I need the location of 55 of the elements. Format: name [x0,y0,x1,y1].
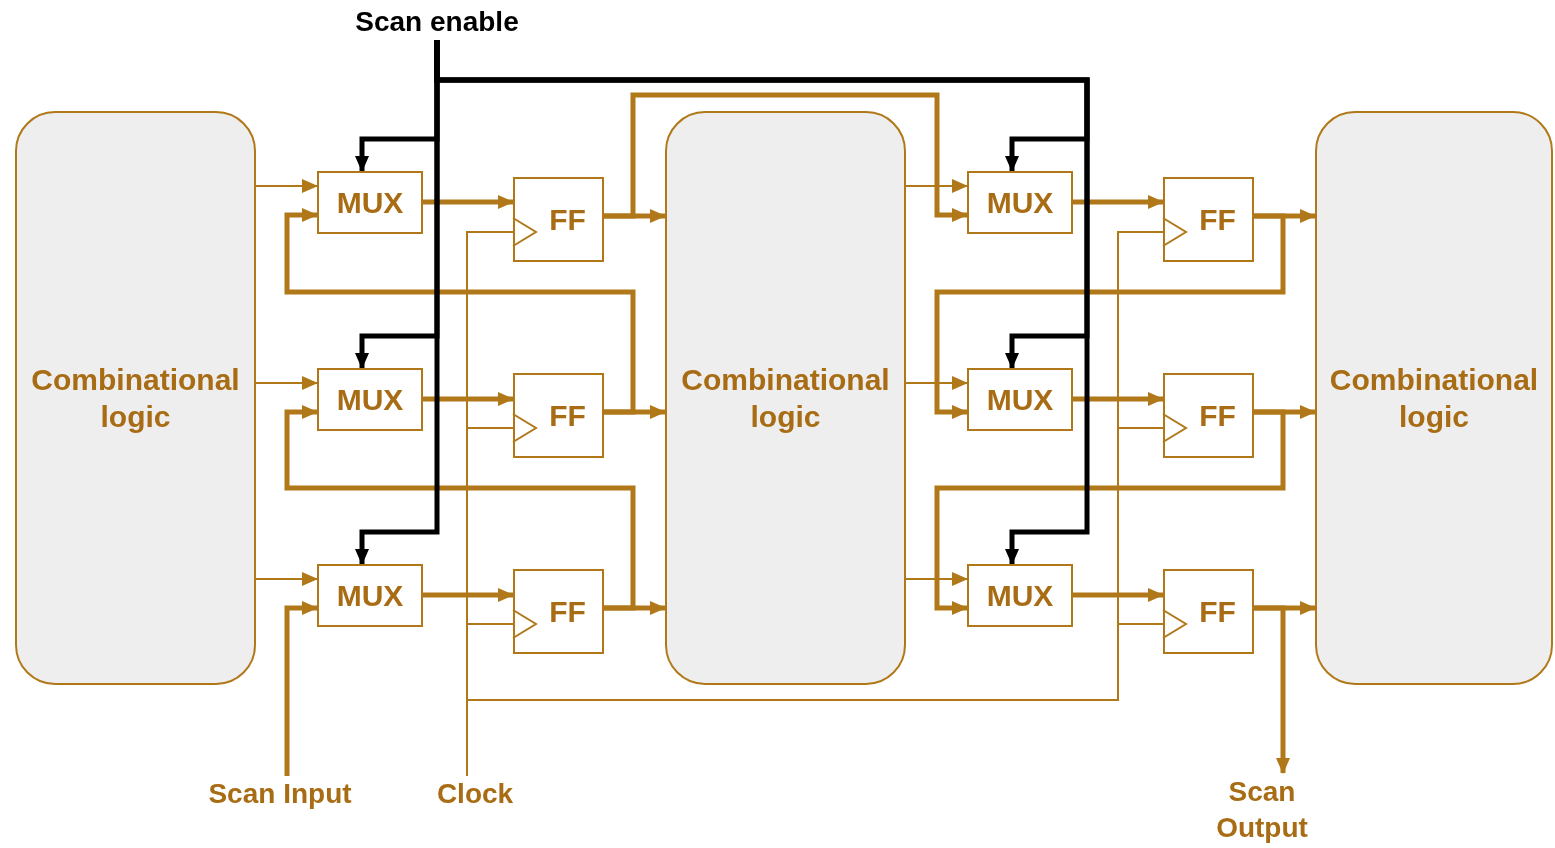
signal-label: Scan enable [355,5,519,39]
arrow [423,392,514,406]
signal-label: Clock [436,777,514,811]
block-label: FF [549,398,586,434]
block-label: FF [549,202,586,238]
arrow [1073,195,1164,209]
logic-block [15,111,256,685]
block-label: FF [1199,398,1236,434]
arrow [423,588,514,602]
block-label: MUX [986,382,1054,418]
mux-box [967,564,1073,627]
flip-flop-box [1163,373,1254,458]
block-label: MUX [986,578,1054,614]
mux-box [317,171,423,234]
block-label: MUX [336,382,404,418]
arrow [905,376,968,390]
signal-label: Scan Output [1215,775,1309,845]
mux-box [967,368,1073,431]
block-label: Combinational logic [30,362,241,435]
arrow [604,92,968,222]
clock-line [466,609,1187,777]
flip-flop-box [513,373,604,458]
flip-flop-box [1163,177,1254,262]
mux-box [317,564,423,627]
arrow [934,213,1286,419]
arrow [284,405,636,611]
logic-block [1315,111,1553,685]
arrow [284,601,318,776]
arrow [255,179,318,193]
arrow [423,195,514,209]
arrow [434,40,1090,565]
block-label: MUX [336,185,404,221]
arrow [255,572,318,586]
arrow [255,376,318,390]
arrow [1073,392,1164,406]
flip-flop-box [513,177,604,262]
mux-box [317,368,423,431]
mux-box [967,171,1073,234]
block-label: Combinational logic [680,362,891,435]
logic-block [665,111,906,685]
block-label: FF [1199,202,1236,238]
block-label: FF [1199,594,1236,630]
signal-label: Scan Input [208,777,352,811]
arrow [905,572,968,586]
arrow [905,179,968,193]
arrow [1073,588,1164,602]
flip-flop-box [1163,569,1254,654]
block-label: MUX [986,185,1054,221]
arrow [1254,605,1290,774]
flip-flop-box [513,569,604,654]
block-label: Combinational logic [1328,362,1540,435]
block-label: FF [549,594,586,630]
arrow [934,409,1286,615]
arrow [284,208,636,415]
block-label: MUX [336,578,404,614]
